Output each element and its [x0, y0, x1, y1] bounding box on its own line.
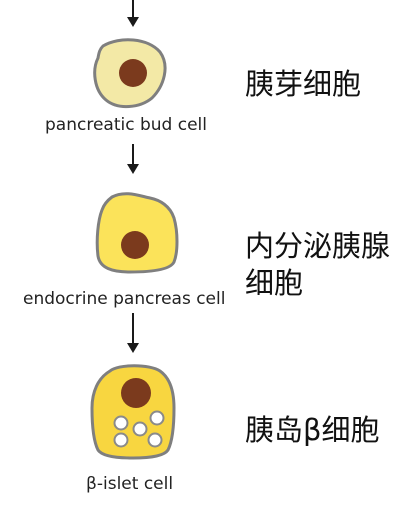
- islet-cell-nucleus: [121, 378, 151, 408]
- pancreatic-bud-cell-shape: [93, 38, 167, 108]
- beta-islet-cell-label: β-islet cell: [86, 474, 174, 494]
- arrow-endocrine-to-islet: [127, 313, 139, 353]
- endocrine-pancreas-cell-label-zh-line1: 内分泌胰腺: [245, 229, 391, 263]
- endocrine-pancreas-cell-shape: [95, 192, 179, 274]
- endocrine-pancreas-cell-label-zh-line2: 细胞: [245, 266, 304, 300]
- insulin-granules: [113, 410, 165, 448]
- endocrine-cell-nucleus: [121, 231, 149, 259]
- arrow-bud-to-endocrine: [127, 144, 139, 174]
- pancreatic-bud-cell-label: pancreatic bud cell: [45, 115, 207, 135]
- beta-islet-cell-label-zh: 胰岛β细胞: [245, 413, 380, 447]
- pancreatic-bud-cell-label-zh: 胰芽细胞: [245, 67, 362, 101]
- bud-cell-nucleus: [119, 59, 147, 87]
- beta-islet-cell-shape: [90, 364, 176, 460]
- endocrine-pancreas-cell-label: endocrine pancreas cell: [23, 289, 226, 309]
- arrow-top: [127, 0, 139, 27]
